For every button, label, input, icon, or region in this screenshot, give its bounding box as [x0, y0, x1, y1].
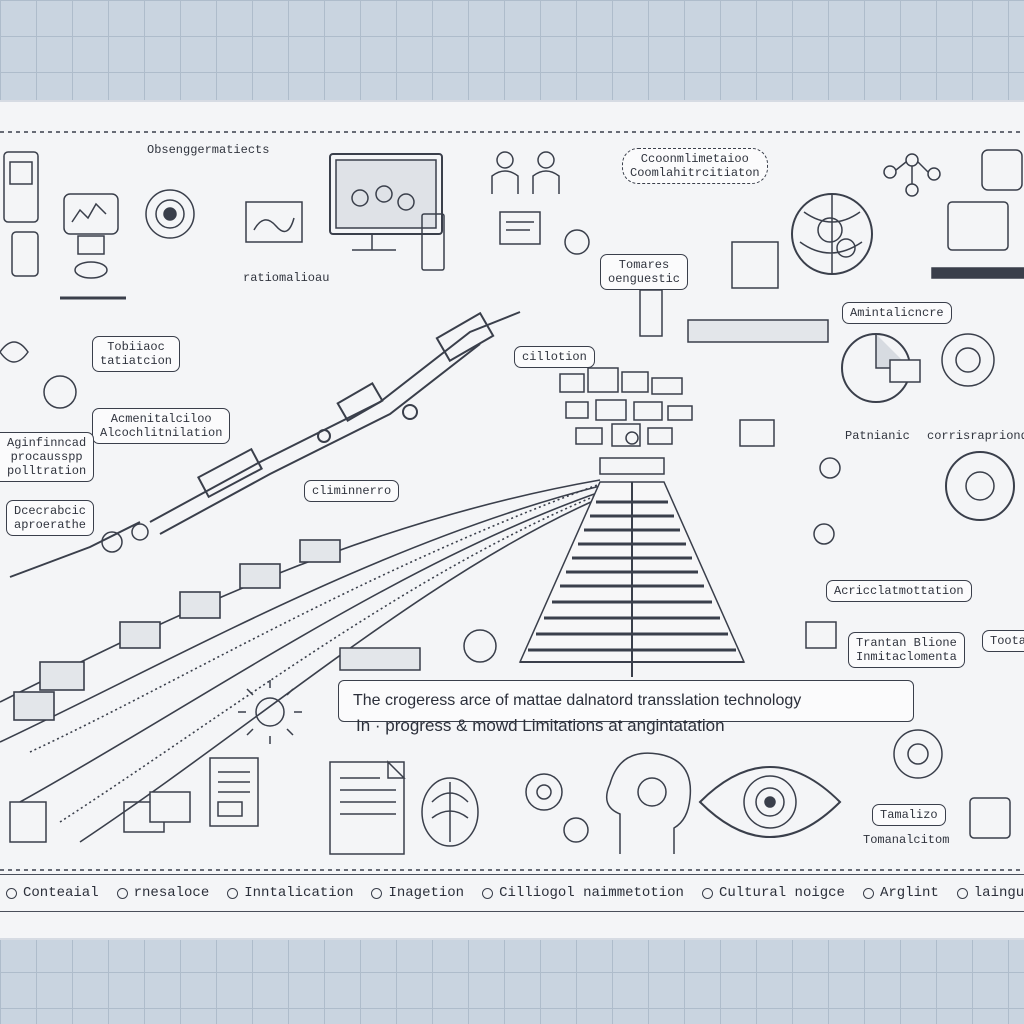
bullet-icon: [862, 887, 874, 899]
bullet-icon: [227, 887, 239, 899]
pie-chart-icon: [841, 333, 921, 403]
poster-title: The cr­ogeress arce of mattae dalnatord …: [338, 680, 914, 722]
document-icon: [209, 757, 259, 827]
top-badge: Obsenggermatiects: [147, 143, 270, 157]
head-profile-icon: [605, 752, 692, 854]
label-mid-2: climinnerro: [304, 480, 400, 502]
label-left-2: Acmenitalciloo Alcochlitnilation: [92, 408, 231, 444]
label-left-1: Tobiiaoc tatiatcion: [92, 336, 181, 372]
pyramid-icon: [518, 481, 746, 677]
target-icon: [145, 189, 195, 239]
label-right-5: Trantan Blione Inmitaclomenta: [848, 632, 965, 668]
monitor-icon: [329, 153, 445, 271]
globe-icon: [791, 193, 873, 275]
poster-sheet: Obsenggermatiects Ccoonmlimetaioo Coomla…: [0, 100, 1024, 940]
bullet-icon: [701, 887, 713, 899]
label-mid-tag: Tomares oenguestic: [600, 254, 689, 290]
label-bottom-2: Tomanalcitom: [863, 833, 950, 847]
eye-icon: [698, 766, 842, 838]
gears-icon: [525, 773, 589, 843]
progress-road: [0, 479, 601, 843]
label-left-4: Dcecrabcic aproerathe: [6, 500, 95, 536]
network-icon: [883, 153, 941, 197]
label-bottom-1: Tamalizo: [872, 804, 946, 826]
label-right-3: corrisrapriond: [927, 429, 1024, 443]
bullet-icon: [956, 887, 968, 899]
device-icon: [3, 151, 39, 277]
sun-burst-icon: [238, 680, 302, 744]
legend-item: rnesaloce: [116, 885, 209, 901]
label-right-2: Patnianic: [845, 429, 910, 443]
poster-subtitle: In · progress & mowd Limitations at angi…: [356, 716, 725, 735]
label-right-1: Amintalicncre: [842, 302, 952, 324]
label-mid-1: cillotion: [514, 346, 595, 368]
legend-item: lainguli: [956, 885, 1024, 901]
city-cluster-icon: [559, 367, 693, 475]
robotic-arm-icon: [149, 311, 521, 535]
people-icon: [491, 151, 560, 194]
label-left-3: Aginfinncad procausspp polltration: [0, 432, 95, 482]
bullet-icon: [371, 887, 383, 899]
legend-item: Cultural noigce: [701, 885, 845, 901]
illustration-canvas: [0, 131, 1024, 871]
bullet-icon: [116, 887, 128, 899]
legend-item: Arglint: [862, 885, 939, 901]
label-mid-3: ratiomalioau: [243, 271, 330, 285]
robot-icon: [60, 193, 126, 300]
legend-item: Conteaial: [6, 885, 99, 901]
bullet-icon: [482, 887, 494, 899]
legend-item: Cilliogol naimmetotion: [482, 885, 684, 901]
label-right-6: Tootane: [982, 630, 1024, 652]
report-icon: [329, 760, 406, 855]
label-right-4: Acricclatmottation: [826, 580, 972, 602]
legend-bar: Conteaial rnesaloce Inntalication Inaget…: [0, 874, 1024, 912]
cards-icon: [9, 791, 191, 843]
globe-bottom-icon: [893, 729, 943, 779]
bullet-icon: [6, 887, 17, 899]
speech-bubble: Ccoonmlimetaioo Coomlahitrcitiaton: [622, 148, 768, 184]
legend-item: Inntalication: [227, 885, 353, 901]
brain-icon: [421, 777, 479, 847]
legend-item: Inagetion: [371, 885, 464, 901]
